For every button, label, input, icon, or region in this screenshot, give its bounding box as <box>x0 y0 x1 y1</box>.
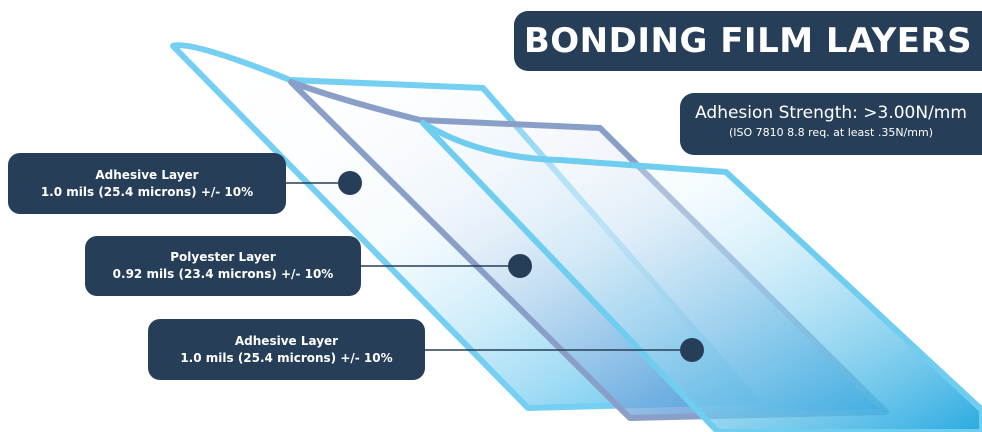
page-title: BONDING FILM LAYERS <box>523 21 973 61</box>
adhesion-requirement-text: (ISO 7810 8.8 req. at least .35N/mm) <box>729 126 933 139</box>
layer-label-adhesive-top: Adhesive Layer 1.0 mils (25.4 microns) +… <box>8 153 286 214</box>
callout-dot-1 <box>338 171 362 195</box>
adhesion-strength-badge: Adhesion Strength: >3.00N/mm (ISO 7810 8… <box>680 93 982 155</box>
adhesion-strength-text: Adhesion Strength: >3.00N/mm <box>695 103 967 123</box>
layer-name: Adhesive Layer <box>234 333 339 348</box>
layer-spec: 1.0 mils (25.4 microns) +/- 10% <box>180 350 393 365</box>
layer-spec: 0.92 mils (23.4 microns) +/- 10% <box>112 267 334 281</box>
layer-label-adhesive-bottom: Adhesive Layer 1.0 mils (25.4 microns) +… <box>148 319 425 380</box>
callout-dot-2 <box>508 254 532 278</box>
callout-dot-3 <box>680 338 704 362</box>
adhesive-film-front <box>420 120 982 432</box>
title-banner: BONDING FILM LAYERS <box>514 11 982 71</box>
layer-name: Adhesive Layer <box>95 167 199 182</box>
layer-name: Polyester Layer <box>170 250 276 264</box>
layer-spec: 1.0 mils (25.4 microns) +/- 10% <box>40 184 254 199</box>
layer-label-polyester: Polyester Layer 0.92 mils (23.4 microns)… <box>85 236 361 296</box>
